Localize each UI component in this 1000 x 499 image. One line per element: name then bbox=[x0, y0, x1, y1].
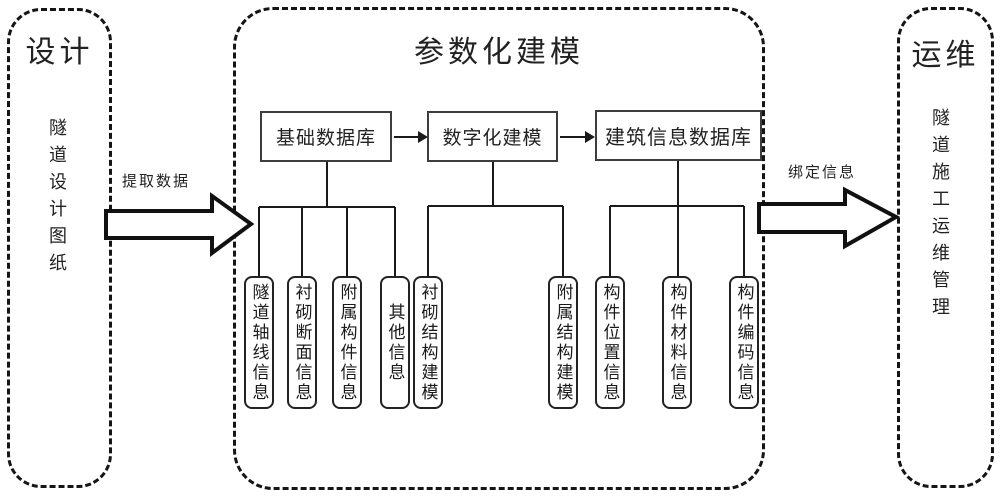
design-stage-panel: 设计 bbox=[7, 8, 112, 488]
leaf-box-component-code-info: 构件编码信息 bbox=[729, 276, 759, 409]
leaf-box-label: 衬砌断面信息 bbox=[292, 282, 312, 403]
bind-info-label: 绑定信息 bbox=[788, 164, 857, 181]
process-box-label: 建筑信息数据库 bbox=[605, 127, 752, 149]
leaf-box-component-material-info: 构件材料信息 bbox=[662, 276, 692, 409]
bind-info-arrow bbox=[757, 186, 901, 250]
leaf-box-label: 其他信息 bbox=[385, 302, 405, 383]
operations-stage-body: 隧道施工运维管理 bbox=[930, 108, 950, 324]
process-box-digital-modeling: 数字化建模 bbox=[427, 111, 558, 162]
leaf-box-label: 隧道轴线信息 bbox=[249, 282, 269, 403]
leaf-box-other-info: 其他信息 bbox=[380, 276, 410, 409]
operations-stage-title: 运维 bbox=[911, 39, 980, 72]
design-stage-body: 隧道设计图纸 bbox=[47, 118, 67, 280]
leaf-box-lining-structure-modeling: 衬砌结构建模 bbox=[413, 276, 443, 409]
leaf-box-label: 附属结构建模 bbox=[553, 282, 573, 403]
operations-stage-panel: 运维 bbox=[897, 7, 994, 488]
leaf-box-ancillary-component-info: 附属构件信息 bbox=[332, 276, 362, 409]
leaf-box-lining-section-info: 衬砌断面信息 bbox=[287, 276, 317, 409]
process-box-label: 数字化建模 bbox=[442, 128, 543, 149]
leaf-box-label: 构件编码信息 bbox=[734, 282, 754, 403]
leaf-box-component-position-info: 构件位置信息 bbox=[595, 276, 625, 409]
design-stage-title: 设计 bbox=[25, 36, 94, 69]
leaf-box-ancillary-structure-modeling: 附属结构建模 bbox=[548, 276, 578, 409]
parametric-modeling-panel: 参数化建模 bbox=[233, 7, 765, 490]
leaf-box-label: 构件材料信息 bbox=[667, 282, 687, 403]
process-box-bim-database: 建筑信息数据库 bbox=[595, 110, 762, 161]
process-box-label: 基础数据库 bbox=[275, 128, 376, 149]
leaf-box-label: 附属构件信息 bbox=[337, 282, 357, 403]
parametric-modeling-title: 参数化建模 bbox=[414, 36, 584, 69]
process-box-basic-database: 基础数据库 bbox=[260, 111, 392, 162]
leaf-box-label: 衬砌结构建模 bbox=[418, 282, 438, 403]
extract-data-label: 提取数据 bbox=[122, 173, 191, 190]
extract-data-arrow bbox=[104, 192, 255, 257]
leaf-box-tunnel-axis-info: 隧道轴线信息 bbox=[244, 276, 274, 409]
leaf-box-label: 构件位置信息 bbox=[600, 282, 620, 403]
